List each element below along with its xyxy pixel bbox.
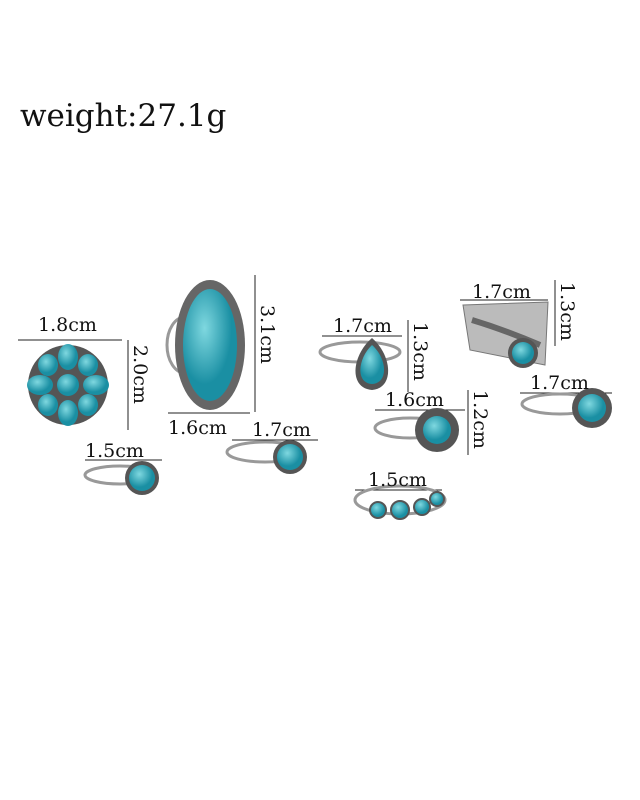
leaf-round-width-label: 1.7cm: [252, 419, 311, 441]
ring-right-round: [520, 388, 612, 428]
feather-width-label: 1.7cm: [472, 281, 531, 303]
feather-height-label: 1.3cm: [556, 282, 578, 341]
ring-small-round: [83, 461, 159, 495]
flower-height-label: 2.0cm: [129, 345, 151, 404]
ring-teardrop: [318, 338, 402, 390]
ring-leaf-round: [225, 440, 307, 474]
beaded-round-height-label: 1.2cm: [469, 390, 491, 449]
right-round-width-label: 1.7cm: [530, 372, 589, 394]
ring-oval: [165, 280, 245, 410]
beaded-round-width-label: 1.6cm: [385, 389, 444, 411]
ring-beaded-round: [373, 408, 459, 452]
teardrop-width-label: 1.7cm: [333, 315, 392, 337]
teardrop-height-label: 1.3cm: [409, 322, 431, 381]
flower-width-label: 1.8cm: [38, 314, 97, 336]
oval-height-label: 3.1cm: [256, 305, 278, 364]
oval-width-label: 1.6cm: [168, 417, 227, 439]
five-stone-width-label: 1.5cm: [368, 469, 427, 491]
ring-feather: [462, 301, 549, 368]
ring-five-stone: [353, 484, 447, 520]
small-round-width-label: 1.5cm: [85, 440, 144, 462]
ring-flower: [27, 344, 109, 426]
weight-label: weight:27.1g: [20, 98, 227, 134]
